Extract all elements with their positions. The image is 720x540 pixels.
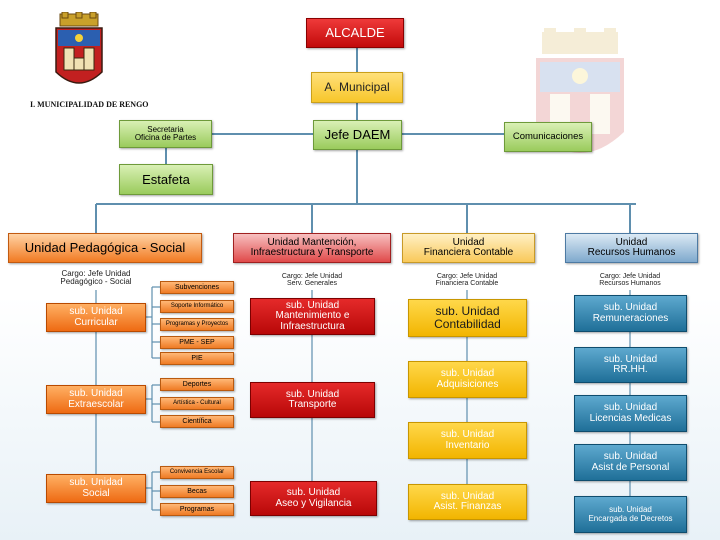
sub-unidad-extraescolar: sub. Unidad Extraescolar	[46, 385, 146, 414]
item-pme-sep: PME - SEP	[160, 336, 234, 349]
sub-unidad-asist-personal: sub. Unidad Asist de Personal	[574, 444, 687, 481]
sub-unidad-licencias-medicas: sub. Unidad Licencias Medicas	[574, 395, 687, 432]
unidad-rrhh-header: Unidad Recursos Humanos	[565, 233, 698, 263]
item-subvenciones: Subvenciones	[160, 281, 234, 294]
cargo-mantencion: Cargo: Jefe Unidad Serv. Generales	[281, 273, 343, 288]
cargo-rrhh: Cargo: Jefe Unidad Recursos Humanos	[599, 273, 661, 288]
secretaria-box: Secretaria Oficina de Partes	[119, 120, 212, 148]
cargo-pedagogica: Cargo: Jefe Unidad Pedagógico - Social	[60, 269, 132, 287]
sub-unidad-inventario: sub. Unidad Inventario	[408, 422, 527, 459]
item-pie: PIE	[160, 352, 234, 365]
item-soporte-informatico: Soporte Informático	[160, 300, 234, 313]
alcalde-box: ALCALDE	[306, 18, 404, 48]
municipality-label: I. MUNICIPALIDAD DE RENGO	[30, 100, 149, 109]
sub-unidad-contabilidad: sub. Unidad Contabilidad	[408, 299, 527, 337]
rengo-crest-watermark	[532, 28, 628, 178]
item-artistica-cultural: Artística - Cultural	[160, 397, 234, 410]
sub-unidad-adquisiciones: sub. Unidad Adquisiciones	[408, 361, 527, 398]
item-becas: Becas	[160, 485, 234, 498]
unidad-pedagogica-header: Unidad Pedagógica - Social	[8, 233, 202, 263]
cargo-financiera: Cargo: Jefe Unidad Financiera Contable	[435, 273, 499, 288]
item-convivencia-escolar: Convivencia Escolar	[160, 466, 234, 479]
comunicaciones-box: Comunicaciones	[504, 122, 592, 152]
sub-unidad-rrhh: sub. Unidad RR.HH.	[574, 347, 687, 383]
item-cientifica: Científica	[160, 415, 234, 428]
item-programas: Programas	[160, 503, 234, 516]
sub-unidad-asist-finanzas: sub. Unidad Asist. Finanzas	[408, 484, 527, 520]
sub-unidad-encargada-decretos: sub. Unidad Encargada de Decretos	[574, 496, 687, 533]
sub-unidad-transporte: sub. Unidad Transporte	[250, 382, 375, 418]
item-deportes: Deportes	[160, 378, 234, 391]
a-municipal-box: A. Municipal	[311, 72, 403, 103]
estafeta-box: Estafeta	[119, 164, 213, 195]
sub-unidad-social: sub. Unidad Social	[46, 474, 146, 503]
item-programas-proyectos: Programas y Proyectos	[160, 318, 234, 331]
unidad-financiera-header: Unidad Financiera Contable	[402, 233, 535, 263]
jefe-daem-box: Jefe DAEM	[313, 120, 402, 150]
sub-unidad-mantenimiento: sub. Unidad Mantenimiento e Infraestruct…	[250, 298, 375, 335]
sub-unidad-remuneraciones: sub. Unidad Remuneraciones	[574, 295, 687, 332]
sub-unidad-aseo-vigilancia: sub. Unidad Aseo y Vigilancia	[250, 481, 377, 516]
sub-unidad-curricular: sub. Unidad Curricular	[46, 303, 146, 332]
rengo-crest-logo	[52, 11, 106, 98]
unidad-mantencion-header: Unidad Mantención, Infraestructura y Tra…	[233, 233, 391, 263]
